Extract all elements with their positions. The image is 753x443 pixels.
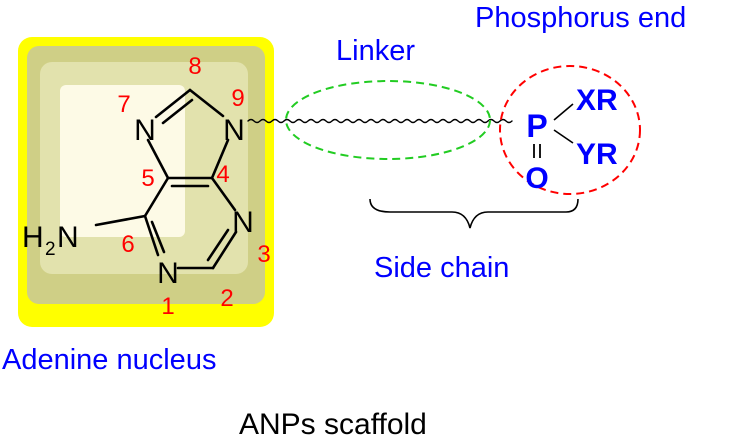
side-chain-label: Side chain bbox=[374, 252, 509, 284]
bond-n3-c2-double bbox=[206, 228, 230, 262]
number-c5: 5 bbox=[141, 165, 154, 192]
bond-n7-c5 bbox=[146, 138, 170, 180]
bond-c6-n1 bbox=[143, 214, 160, 257]
number-c8: 8 bbox=[188, 53, 201, 80]
number-c4: 4 bbox=[216, 161, 229, 188]
atom-n3: N bbox=[232, 206, 254, 239]
oxygen-atom: O bbox=[525, 162, 548, 195]
number-n1: 1 bbox=[161, 293, 174, 320]
adenine-nucleus-box bbox=[18, 37, 274, 327]
atom-nh2-sub: 2 bbox=[45, 239, 56, 260]
yr-group: YR bbox=[576, 138, 618, 171]
number-c6: 6 bbox=[121, 231, 134, 258]
adenine-nucleus-label: Adenine nucleus bbox=[2, 344, 216, 376]
bond-p-yr bbox=[553, 129, 574, 144]
atom-nh2-h: H bbox=[22, 221, 44, 254]
number-c2: 2 bbox=[220, 285, 233, 312]
scaffold-caption: ANPs scaffold bbox=[239, 408, 427, 441]
bond-n3-c2 bbox=[211, 230, 238, 270]
atom-n7: N bbox=[134, 114, 156, 147]
atom-n9: N bbox=[223, 114, 245, 147]
number-n7: 7 bbox=[117, 91, 130, 118]
bond-n9-c4 bbox=[210, 138, 230, 180]
bond-n7-c8 bbox=[154, 88, 192, 119]
bond-n7-c8-double bbox=[161, 98, 194, 125]
phosphorus-circle bbox=[499, 65, 641, 195]
bond-c4-n3 bbox=[210, 176, 237, 212]
bond-c6-n1-double bbox=[150, 220, 166, 254]
adenine-bonds bbox=[94, 88, 513, 270]
atom-n1: N bbox=[157, 257, 179, 290]
phosphonate-group: P O XR YR bbox=[525, 84, 618, 195]
side-chain-brace bbox=[369, 198, 579, 229]
phosphorus-atom: P bbox=[526, 108, 547, 144]
phosphorus-end-label: Phosphorus end bbox=[475, 2, 686, 34]
diagram-labels: Linker Phosphorus end Side chain Adenine… bbox=[2, 2, 686, 376]
xr-group: XR bbox=[576, 84, 618, 117]
number-n3: 3 bbox=[257, 241, 270, 268]
bond-p-xr bbox=[553, 103, 574, 121]
box-center bbox=[60, 85, 185, 237]
bond-c8-n9 bbox=[188, 88, 225, 118]
linker-circle bbox=[285, 80, 491, 160]
number-n9: 9 bbox=[231, 85, 244, 112]
wavy-linker-bond bbox=[247, 118, 513, 124]
atom-labels: N N N N H 2 N bbox=[22, 114, 254, 290]
linker-label: Linker bbox=[336, 35, 415, 67]
bond-c6-nh2 bbox=[94, 214, 147, 227]
atom-nh2-n: N bbox=[57, 221, 79, 254]
atom-numbers: 8 7 9 5 4 3 6 1 2 bbox=[117, 53, 270, 320]
bond-c5-c6 bbox=[143, 176, 170, 218]
